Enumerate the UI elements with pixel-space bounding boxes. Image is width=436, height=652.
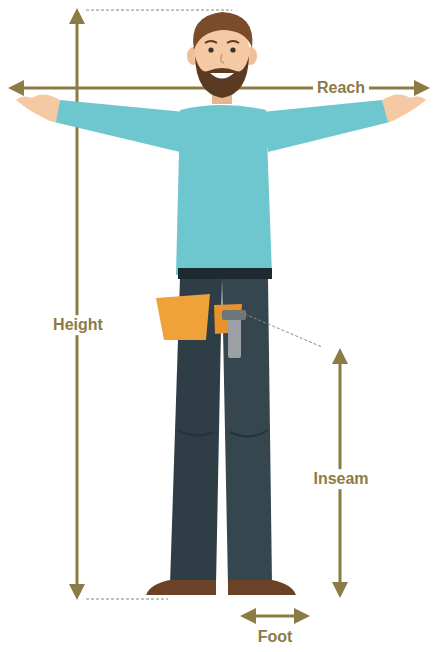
foot-arrow: [240, 608, 310, 624]
foot-line: [254, 615, 296, 618]
eye: [230, 47, 235, 52]
shirt: [176, 105, 272, 275]
right-hand: [382, 94, 426, 122]
hammer-handle: [228, 318, 241, 358]
right-sleeve: [262, 100, 390, 152]
tool-pouch: [156, 294, 210, 340]
arrowhead: [332, 348, 348, 364]
knee-crease: [178, 430, 214, 436]
arrowhead: [414, 80, 430, 96]
man-figure: [16, 12, 426, 595]
right-shoe: [228, 580, 296, 595]
left-hand: [16, 94, 60, 122]
dimension-label: Inseam: [309, 469, 372, 489]
dimension-label: Foot: [254, 627, 297, 647]
dimension-label: Reach: [313, 78, 369, 98]
left-sleeve: [54, 100, 185, 152]
arrowhead: [294, 608, 310, 624]
eyebrow: [205, 41, 217, 43]
belt: [178, 268, 272, 279]
eye: [208, 47, 213, 52]
dashed-guide: [86, 10, 232, 11]
nose: [221, 54, 224, 63]
arrowhead: [332, 582, 348, 598]
dashed-guide: [86, 599, 168, 600]
right-leg: [222, 278, 272, 585]
smile: [210, 73, 234, 79]
arrowhead: [69, 584, 85, 600]
hammer-head: [222, 310, 246, 320]
arrowhead: [8, 80, 24, 96]
leader-line: [240, 312, 322, 347]
eyebrow: [227, 41, 239, 43]
arrowhead: [240, 608, 256, 624]
hair: [193, 12, 252, 50]
height-arrow: [69, 8, 85, 600]
left-shoe: [146, 580, 216, 595]
arrowhead: [69, 8, 85, 24]
dimension-label: Height: [49, 315, 107, 335]
knee-crease: [230, 430, 268, 437]
